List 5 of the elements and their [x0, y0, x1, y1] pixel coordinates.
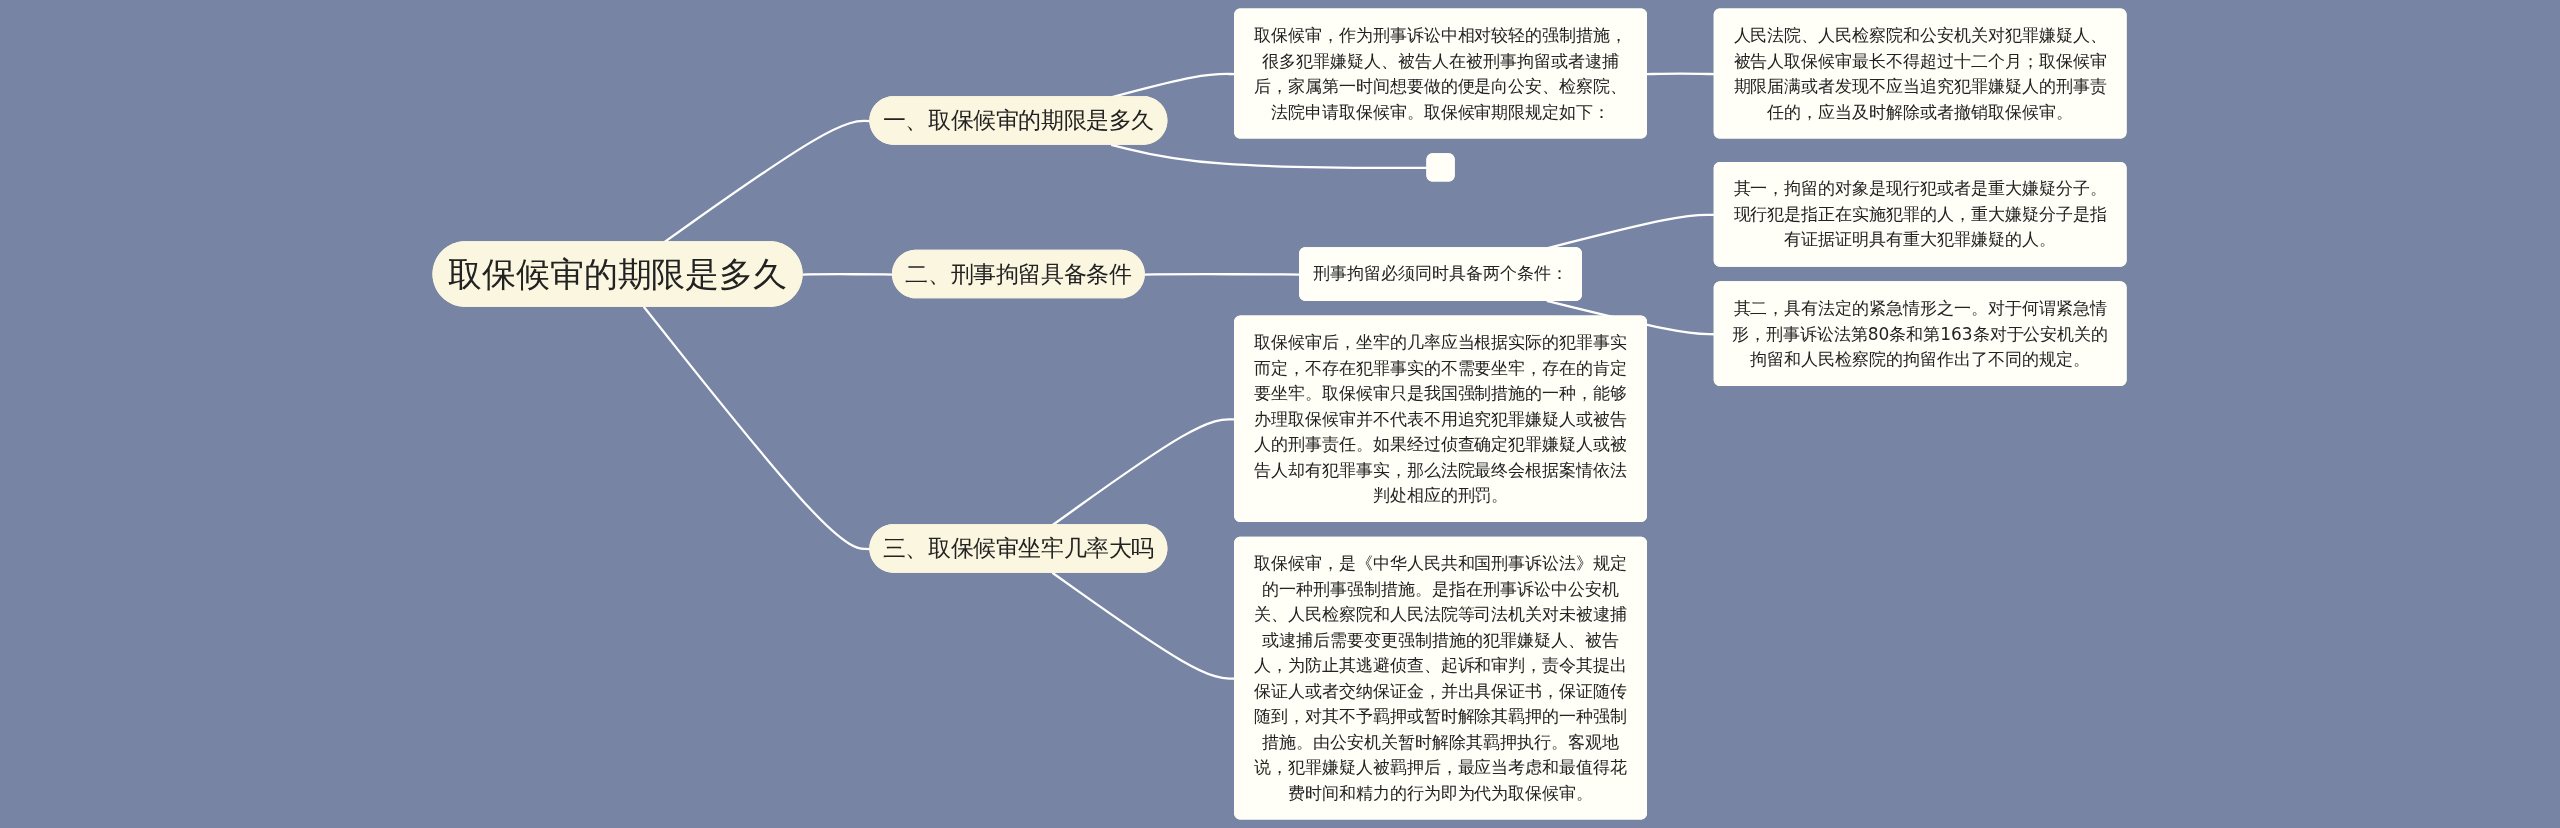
connector: [643, 306, 871, 551]
connector: [1052, 571, 1236, 680]
connector: [1111, 143, 1428, 170]
connector: [803, 273, 894, 276]
connector: [1145, 273, 1301, 276]
